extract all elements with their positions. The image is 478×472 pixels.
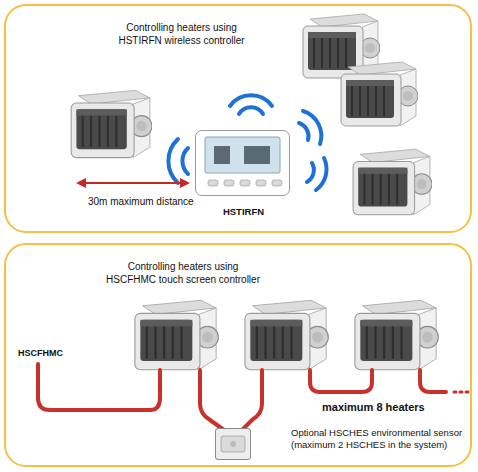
signal-arc bbox=[182, 148, 188, 174]
screen-digits bbox=[244, 146, 270, 164]
cable-run bbox=[310, 370, 372, 392]
controller-label: HSCFHMC bbox=[18, 348, 63, 359]
controller-box: HSTIRFN bbox=[195, 130, 290, 196]
cable-run bbox=[242, 370, 262, 430]
controller-device bbox=[195, 130, 290, 196]
note-label: maximum 8 heaters bbox=[322, 401, 425, 415]
signal-arc bbox=[307, 163, 314, 182]
heater-unit bbox=[341, 62, 418, 126]
cable-continuation bbox=[454, 391, 470, 394]
signal-arc bbox=[303, 111, 321, 144]
sensor-device bbox=[215, 428, 251, 460]
cable-run bbox=[420, 370, 446, 392]
controller-body bbox=[195, 130, 290, 196]
heater-unit bbox=[353, 149, 432, 215]
sensor-box: Optional HSCHES environmental sensor (ma… bbox=[215, 428, 251, 460]
arrow-head bbox=[180, 178, 190, 188]
signal-arc bbox=[168, 139, 178, 183]
heater-unit bbox=[71, 90, 152, 157]
heater-unit bbox=[135, 300, 218, 369]
controller-button bbox=[240, 180, 250, 186]
controller-button bbox=[272, 180, 282, 186]
signal-arc bbox=[239, 107, 263, 114]
signal-arc bbox=[316, 158, 327, 190]
heater-unit bbox=[355, 300, 438, 369]
sensor-port bbox=[230, 441, 236, 447]
cable bbox=[38, 364, 470, 430]
node-title: Optional HSCHES environmental sensor (ma… bbox=[291, 427, 473, 451]
cable-run bbox=[200, 370, 224, 430]
sensor-body bbox=[215, 428, 251, 460]
arrow-shaft bbox=[84, 182, 182, 184]
controller-button bbox=[224, 180, 234, 186]
node-title: Controlling heaters using HSTIRFN wirele… bbox=[109, 22, 254, 47]
group-panel: Controlling heaters using HSTIRFN wirele… bbox=[4, 4, 472, 233]
controller-screen bbox=[205, 137, 280, 173]
controller-button bbox=[256, 180, 266, 186]
arrow-head bbox=[76, 178, 86, 188]
group-panel: Controlling heaters using HSCFHMC touch … bbox=[4, 243, 472, 467]
dimension-label: 30m maximum distance bbox=[88, 196, 194, 209]
signal-arc bbox=[299, 123, 309, 140]
screen-digits bbox=[214, 146, 230, 164]
signal-arc bbox=[230, 95, 272, 106]
node-title: HSTIRFN bbox=[186, 206, 301, 218]
controller-button bbox=[208, 180, 218, 186]
heater-unit bbox=[245, 300, 328, 369]
node-title: Controlling heaters using HSCFHMC touch … bbox=[104, 261, 262, 286]
wireless-signal bbox=[168, 95, 326, 190]
sensor-cover bbox=[221, 436, 245, 452]
cable-run bbox=[38, 364, 160, 410]
distance-arrow bbox=[76, 178, 190, 188]
